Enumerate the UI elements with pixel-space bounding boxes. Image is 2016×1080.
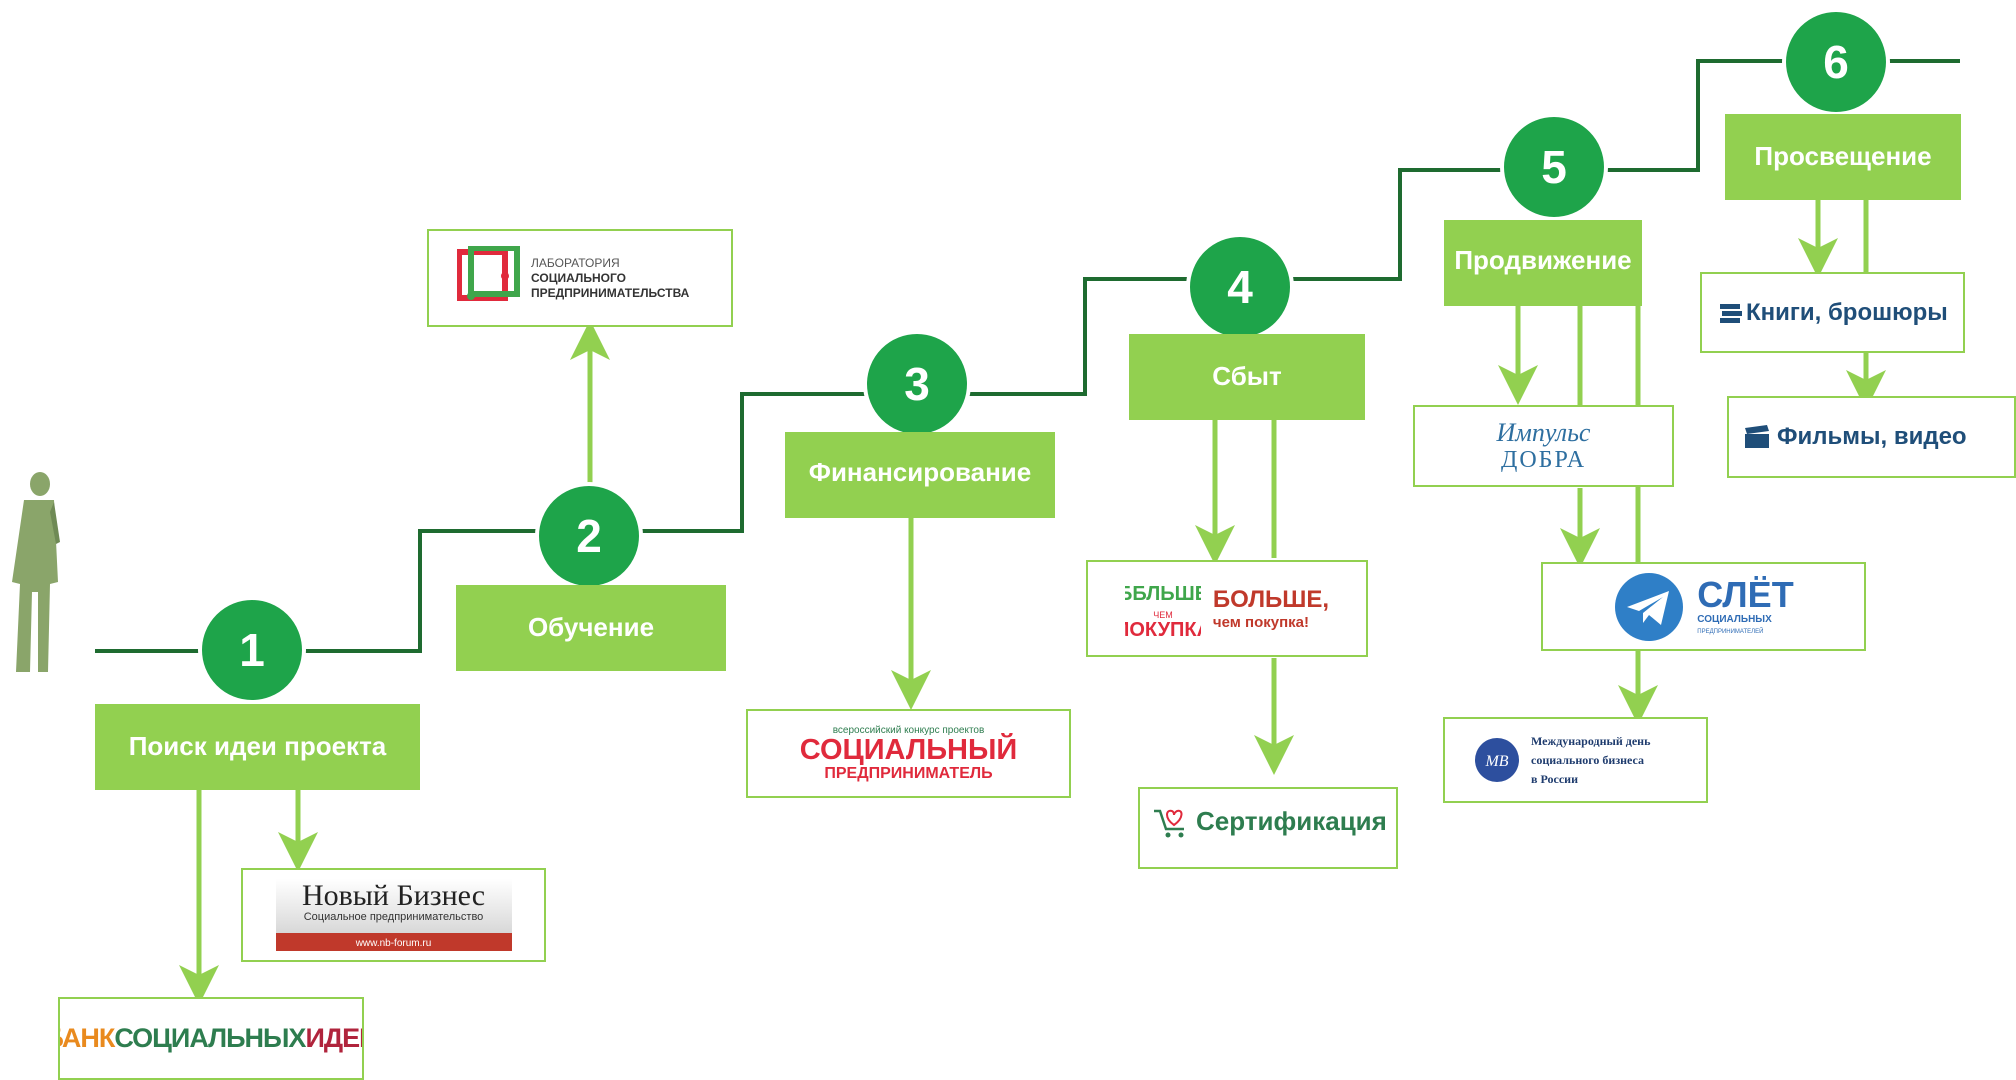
lab-logo[interactable]: ЛАБОРАТОРИЯ СОЦИАЛЬНОГО ПРЕДПРИНИМАТЕЛЬС… <box>427 229 733 327</box>
staircase-line <box>95 59 1960 653</box>
books-icon <box>1720 303 1742 323</box>
slet-logo[interactable]: СЛЁТ СОЦИАЛЬНЫХ ПРЕДПРИНИМАТЕЛЕЙ <box>1541 562 1866 651</box>
certification-label: Сертификация <box>1196 806 1387 836</box>
bolshe-line2: чем покупка! <box>1212 614 1309 631</box>
stage-circle-4: 4 <box>1186 233 1294 341</box>
stage-label-1: Поиск идеи проекта <box>128 731 387 761</box>
svg-text:ЧЕМ: ЧЕМ <box>1153 610 1173 620</box>
slet-line3: ПРЕДПРИНИМАТЕЛЕЙ <box>1697 628 1764 635</box>
stage-label-4: Сбыт <box>1212 361 1282 391</box>
stage-box-6: Просвещение <box>1725 114 1961 200</box>
social-word: СОЦИАЛЬНЫХ <box>114 1023 306 1053</box>
clapperboard-icon <box>1745 425 1769 448</box>
intl-day-line2: социального бизнеса <box>1531 752 1644 767</box>
stage-circle-3: 3 <box>863 330 971 438</box>
lab-line2: СОЦИАЛЬНОГО <box>531 270 626 285</box>
stage-box-2: Обучение <box>456 585 726 671</box>
books-label: Книги, брошюры <box>1746 298 1948 326</box>
stage-circle-5: 5 <box>1500 113 1608 221</box>
stage-box-4: Сбыт <box>1129 334 1365 420</box>
novy-biznes-title: Новый Бизнес <box>301 879 486 912</box>
certification-card[interactable]: Сертификация <box>1138 787 1398 869</box>
bank-ideas-logo[interactable]: БАНК СОЦИАЛЬНЫХ ИДЕЙ <box>58 997 364 1080</box>
impulse-line1: Импульс <box>1496 418 1591 447</box>
intl-day-line3: в России <box>1531 771 1578 786</box>
films-label: Фильмы, видео <box>1777 423 1967 450</box>
ideas-word: ИДЕЙ <box>305 1023 362 1053</box>
stage-label-2: Обучение <box>527 612 655 642</box>
lab-line1: ЛАБОРАТОРИЯ <box>531 255 620 270</box>
lab-emblem-icon <box>457 246 520 301</box>
novy-biznes-url: www.nb-forum.ru <box>355 938 432 949</box>
books-card[interactable]: Книги, брошюры <box>1700 272 1965 353</box>
stage-label-6: Просвещение <box>1754 141 1932 171</box>
contest-logo[interactable]: всероссийский конкурс проектов СОЦИАЛЬНЫ… <box>746 709 1071 798</box>
stage-circle-1: 1 <box>198 596 306 704</box>
svg-text:MB: MB <box>1484 753 1508 770</box>
intl-day-line1: Международный день <box>1531 733 1651 748</box>
stage-label-5: Продвижение <box>1454 245 1632 275</box>
impulse-line2: ДОБРА <box>1500 447 1587 473</box>
stage-circle-2: 2 <box>535 482 643 590</box>
intl-day-logo[interactable]: MB Международный день социального бизнес… <box>1443 717 1708 803</box>
telegram-plane-icon <box>1615 572 1684 641</box>
novy-biznes-logo[interactable]: Новый Бизнес Социальное предпринимательс… <box>241 868 546 962</box>
novy-biznes-subtitle: Социальное предпринимательство <box>303 911 484 923</box>
slet-line2: СОЦИАЛЬНЫХ <box>1697 613 1772 625</box>
bolshe-logo[interactable]: ББЛЬШЕ ЧЕМ ПОКУПКА БОЛЬШЕ, чем покупка! <box>1086 560 1368 657</box>
svg-text:ББЛЬШЕ: ББЛЬШЕ <box>1125 583 1201 605</box>
impulse-logo[interactable]: Импульс ДОБРА <box>1413 405 1674 487</box>
novy-biznes-banner: Новый Бизнес Социальное предпринимательс… <box>275 879 512 951</box>
bolshe-emblem-icon: ББЛЬШЕ ЧЕМ ПОКУПКА <box>1125 583 1201 641</box>
cart-heart-icon <box>1154 809 1184 838</box>
contest-line1: всероссийский конкурс проектов <box>832 725 985 736</box>
person-icon <box>12 472 60 672</box>
intl-day-emblem-icon: MB <box>1475 738 1519 782</box>
contest-line2: СОЦИАЛЬНЫЙ <box>799 734 1018 766</box>
lab-line3: ПРЕДПРИНИМАТЕЛЬСТВА <box>531 285 690 300</box>
stage-box-5: Продвижение <box>1444 220 1642 306</box>
bolshe-line1: БОЛЬШЕ, <box>1212 586 1330 613</box>
stage-label-3: Финансирование <box>808 457 1032 487</box>
films-card[interactable]: Фильмы, видео <box>1727 396 2016 478</box>
stage-circle-6: 6 <box>1782 8 1890 116</box>
bank-word: БАНК <box>60 1023 115 1053</box>
slet-line1: СЛЁТ <box>1697 573 1794 615</box>
stage-box-3: Финансирование <box>785 432 1055 518</box>
svg-text:ПОКУПКА: ПОКУПКА <box>1125 619 1201 641</box>
contest-line3: ПРЕДПРИНИМАТЕЛЬ <box>824 765 993 782</box>
stage-box-1: Поиск идеи проекта <box>95 704 420 790</box>
